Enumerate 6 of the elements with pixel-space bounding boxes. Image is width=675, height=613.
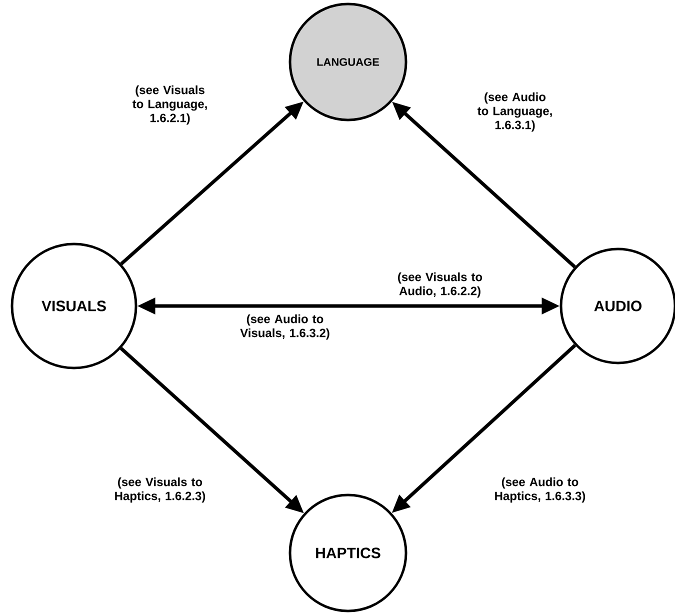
- edge-label: (see Visuals to Language, 1.6.2.1): [132, 85, 207, 125]
- edge-label: (see Audio to Haptics, 1.6.3.3): [495, 477, 586, 503]
- edge-label: (see Visuals to Audio, 1.6.2.2): [398, 272, 482, 298]
- note-text: (see Audio to Visuals, 1.6.3.2): [240, 314, 330, 340]
- edge-label: (see Audio to Language, 1.6.3.1): [477, 92, 552, 132]
- edge-label: (see Visuals to Haptics, 1.6.2.3): [115, 477, 206, 503]
